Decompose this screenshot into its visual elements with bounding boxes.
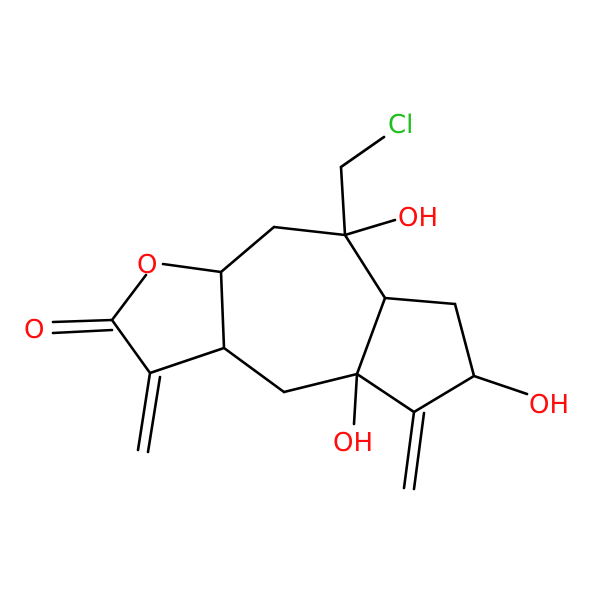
bond-ring7-g: [343, 233, 387, 300]
bond-lactone-co-c: [110, 318, 152, 375]
hydroxyl-right-label: OH: [529, 390, 569, 420]
atom-labels: Cl OH O O OH OH: [24, 110, 569, 458]
bond-ch2-quat: [339, 165, 347, 237]
bond-ring7-b: [219, 225, 276, 274]
bond-ring7-d: [222, 346, 286, 394]
bond-c-oh-top: [343, 218, 397, 237]
chlorine-label: Cl: [388, 110, 413, 140]
bond-ring5-c: [412, 374, 476, 414]
bond-lactone-c-c: [148, 346, 226, 375]
bond-c-oh-junction: [352, 372, 359, 426]
bond-carbonyl-1: [51, 318, 114, 324]
bond-c-cl: [339, 135, 386, 169]
bond-ring7-c: [219, 270, 226, 350]
bond-ring7-a: [272, 225, 347, 237]
bond-ring5-a: [383, 296, 457, 306]
ring-oxygen-label: O: [137, 250, 157, 280]
bond-methylene-right-1: [402, 410, 416, 490]
bond-ring7-e: [282, 372, 359, 394]
bond-c-oh-right: [472, 374, 529, 396]
hydroxyl-junction-label: OH: [333, 428, 373, 458]
bonds: [51, 135, 529, 491]
bond-lactone-c-o: [161, 262, 223, 274]
bond-lactone-o-co: [110, 273, 148, 322]
bond-methylene-right-2: [412, 411, 426, 491]
bond-carbonyl-2: [51, 328, 114, 335]
bond-methylene-left-2: [146, 375, 162, 454]
carbonyl-oxygen-label: O: [24, 315, 44, 345]
bond-ring5-b: [453, 302, 476, 378]
bond-methylene-left-1: [136, 371, 152, 452]
hydroxyl-top-label: OH: [398, 203, 438, 233]
bond-ring5-d: [355, 372, 416, 414]
bond-ring7-f: [355, 296, 387, 376]
